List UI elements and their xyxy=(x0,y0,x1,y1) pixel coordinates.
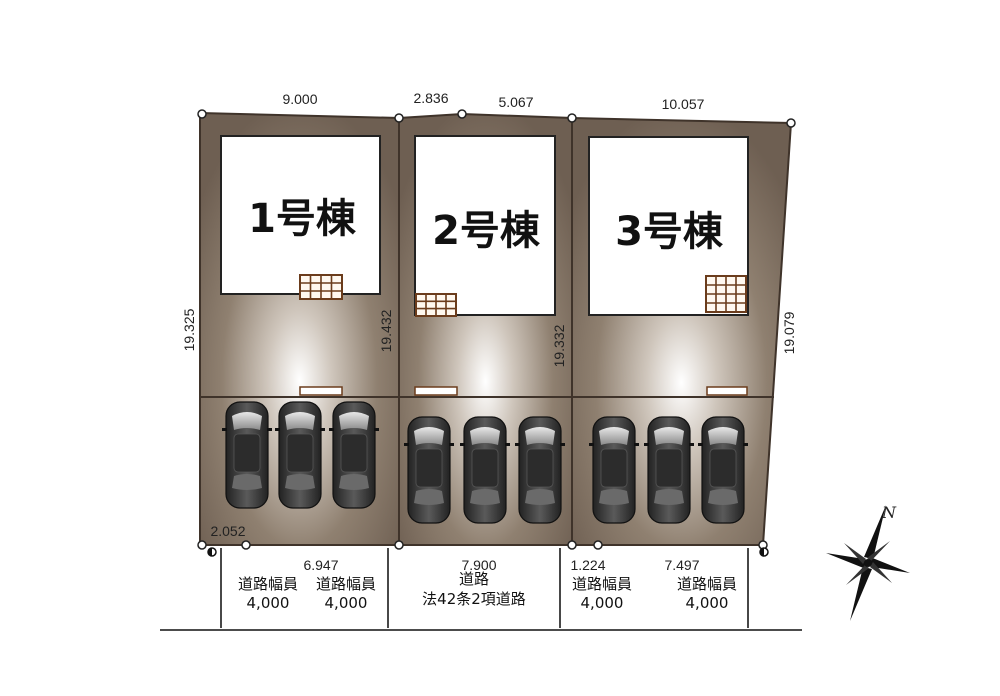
building-2-footprint xyxy=(414,135,556,316)
dim-top-lot3: 10.057 xyxy=(662,96,705,112)
boundary-marker xyxy=(197,109,207,119)
survey-pin-marker-fill xyxy=(208,548,212,556)
road-label-3-line2: 法42条2項道路 xyxy=(422,590,526,608)
dim-top-lot2-b: 5.067 xyxy=(498,94,533,110)
road-label-2-line1: 道路幅員 xyxy=(316,575,376,593)
car-icon xyxy=(460,416,510,524)
road-label-5-line2: 4,000 xyxy=(686,594,729,612)
building-2-label: 2号棟 xyxy=(432,208,541,254)
boundary-marker xyxy=(786,118,796,128)
compass-north-label: N xyxy=(881,503,897,522)
dim-top-lot2-a: 2.836 xyxy=(413,90,448,106)
road-label-4-line2: 4,000 xyxy=(581,594,624,612)
car-icon xyxy=(589,416,639,524)
dim-front-lot3-a: 1.224 xyxy=(570,557,605,573)
dim-top-lot1: 9.000 xyxy=(282,91,317,107)
dim-front-lot1: 6.947 xyxy=(303,557,338,573)
boundary-marker xyxy=(394,113,404,123)
car-icon xyxy=(222,401,272,509)
road-label-1-line2: 4,000 xyxy=(247,594,290,612)
car-icon xyxy=(644,416,694,524)
car-icon xyxy=(515,416,565,524)
car-icon xyxy=(275,401,325,509)
dim-side-left: 19.325 xyxy=(181,308,197,351)
threshold-3 xyxy=(706,386,748,396)
dim-side-right: 19.079 xyxy=(781,311,797,354)
entrance-grid-2 xyxy=(415,293,457,317)
car-icon xyxy=(329,401,379,509)
dim-front-lot2: 7.900 xyxy=(461,557,496,573)
road-label-2-line2: 4,000 xyxy=(325,594,368,612)
dim-front-lot3-b: 7.497 xyxy=(664,557,699,573)
boundary-marker xyxy=(197,540,207,550)
road-label-1-line1: 道路幅員 xyxy=(238,575,298,593)
dim-bottom-corner: 2.052 xyxy=(210,523,245,539)
threshold-2 xyxy=(414,386,458,396)
building-3-label: 3号棟 xyxy=(615,209,724,255)
building-1-label: 1号棟 xyxy=(248,196,357,242)
dim-side-between-1-2: 19.432 xyxy=(378,309,394,352)
road-label-5-line1: 道路幅員 xyxy=(677,575,737,593)
car-icon xyxy=(698,416,748,524)
entrance-grid-3 xyxy=(705,275,747,313)
dim-side-between-2-3: 19.332 xyxy=(551,324,567,367)
boundary-marker xyxy=(567,113,577,123)
boundary-marker xyxy=(593,540,603,550)
building-1-footprint xyxy=(220,135,381,295)
compass-rose-icon xyxy=(826,505,910,621)
entrance-grid-1 xyxy=(299,274,343,300)
car-icon xyxy=(404,416,454,524)
boundary-marker xyxy=(241,540,251,550)
boundary-marker xyxy=(567,540,577,550)
boundary-marker xyxy=(457,109,467,119)
boundary-marker xyxy=(394,540,404,550)
parking-cars xyxy=(222,401,748,524)
survey-pin-marker-fill xyxy=(760,548,764,556)
boundary-markers xyxy=(197,109,796,557)
road-lines xyxy=(160,548,802,631)
road-label-3-line1: 道路 xyxy=(459,570,489,588)
threshold-1 xyxy=(299,386,343,396)
road-label-4-line1: 道路幅員 xyxy=(572,575,632,593)
